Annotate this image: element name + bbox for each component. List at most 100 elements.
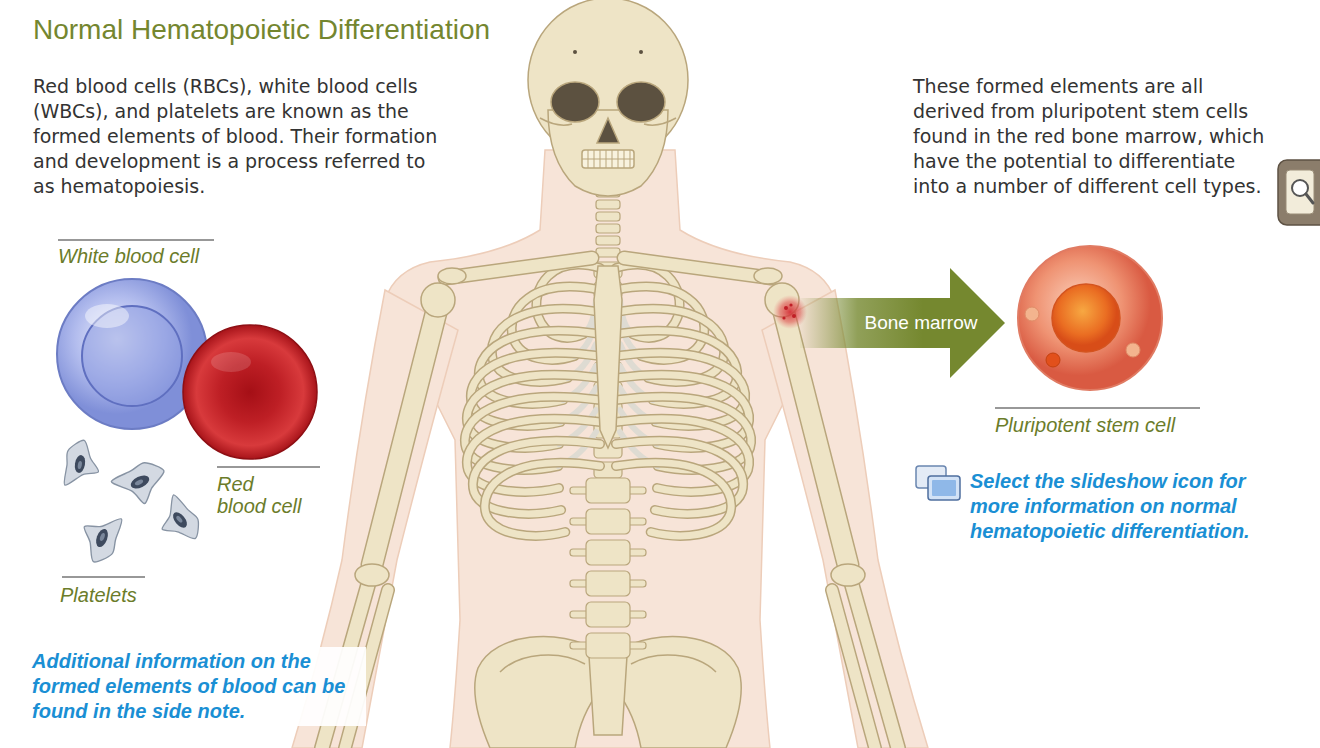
- left-ilium: [475, 636, 600, 748]
- left-clavicle-outline: [445, 258, 592, 278]
- platelet-granule: [74, 454, 87, 473]
- rib: [616, 441, 743, 514]
- marrow-dot: [782, 316, 785, 319]
- skull-dot: [573, 50, 577, 54]
- platelet: [150, 493, 207, 551]
- diagram-title: Normal Hematopoietic Differentiation: [33, 14, 490, 46]
- slide-screen: [932, 480, 956, 496]
- side-note-tab: [1278, 160, 1320, 225]
- cell-label: Platelets: [60, 584, 210, 606]
- label-rule: [217, 466, 320, 467]
- nasal-cavity: [597, 118, 619, 143]
- cervical-vertebra: [596, 236, 620, 245]
- instruction-note: Additional information on the formed ele…: [28, 647, 366, 726]
- left-elbow: [355, 564, 389, 586]
- cell-figure: Platelets: [52, 438, 214, 623]
- organelle: [1025, 307, 1039, 321]
- lumbar-vertebra: [586, 571, 630, 596]
- lumbar-vertebra: [586, 602, 630, 627]
- right-arm-silhouette: [762, 290, 928, 748]
- tab-body: [1278, 160, 1320, 225]
- right-ilium: [616, 636, 741, 748]
- sternum: [594, 266, 622, 448]
- marrow-dot: [784, 306, 788, 310]
- white-cell-highlight: [85, 304, 129, 328]
- rib-outline: [616, 441, 743, 514]
- platelet-granule: [94, 527, 110, 548]
- stem-cell-membrane: [1018, 246, 1162, 390]
- marrow-dot: [792, 314, 796, 318]
- rib-outline: [616, 463, 731, 536]
- cervical-vertebra: [596, 200, 620, 209]
- platelet-body: [74, 508, 125, 567]
- eye-socket: [617, 82, 665, 122]
- lumbar-vertebra: [586, 509, 630, 534]
- platelet-body: [62, 438, 104, 491]
- platelet-granule-core: [99, 532, 106, 541]
- node-shape: [990, 240, 1205, 440]
- platelet-granule: [170, 510, 189, 530]
- label-rule: [58, 239, 214, 240]
- rib: [485, 463, 600, 536]
- left-acromion: [438, 268, 466, 284]
- lumbar-vertebra: [586, 540, 630, 565]
- torso-silhouette: [385, 150, 835, 748]
- left-humerus: [372, 305, 438, 565]
- slideshow-icon: [916, 466, 960, 500]
- platelet: [110, 456, 173, 512]
- platelet: [74, 508, 125, 567]
- right-radius-outline: [832, 590, 875, 748]
- skull: [528, 0, 688, 196]
- cell-figure: Red blood cell: [183, 322, 323, 522]
- platelet-granule-core: [77, 461, 82, 470]
- slide-front: [928, 476, 960, 500]
- cell-label: Red blood cell: [217, 473, 305, 517]
- cell-figure: Pluripotent stem cell: [990, 240, 1209, 440]
- mandible: [548, 110, 668, 196]
- platelet-granule-core: [134, 479, 144, 487]
- rib: [616, 463, 731, 536]
- platelet-granule-core: [175, 515, 183, 524]
- left-clavicle: [445, 258, 592, 278]
- cervical-vertebra: [596, 224, 620, 233]
- red-cell-highlight: [211, 352, 251, 372]
- left-ilium-fossa: [500, 655, 585, 672]
- tab-page: [1286, 170, 1314, 214]
- rib-outline: [485, 463, 600, 536]
- rib-outline: [473, 441, 600, 514]
- skull-dot: [639, 50, 643, 54]
- stem-cell-nucleus: [1052, 284, 1120, 352]
- magnifier-handle: [1306, 194, 1313, 203]
- cervical-vertebra: [596, 248, 620, 257]
- label-rule: [995, 407, 1200, 408]
- platelet-body: [110, 456, 173, 512]
- right-elbow: [831, 564, 865, 586]
- body-silhouette: [292, 150, 928, 748]
- eye-socket: [551, 82, 599, 122]
- right-ilium-fossa: [631, 655, 716, 672]
- teeth: [582, 150, 634, 168]
- cervical-vertebra: [596, 212, 620, 221]
- left-humerus-outline: [372, 305, 438, 565]
- marrow-dot: [789, 303, 792, 306]
- intro-text: These formed elements are all derived fr…: [913, 74, 1265, 199]
- rib-cage: [465, 265, 751, 536]
- arrow-label: Bone marrow: [865, 313, 978, 334]
- organelle: [1126, 343, 1140, 357]
- right-acromion: [754, 268, 782, 284]
- right-radius: [832, 590, 875, 748]
- organelle: [1046, 353, 1060, 367]
- right-clavicle-outline: [624, 258, 771, 278]
- arrow-shape: [800, 268, 1005, 378]
- arrow-shape-box: Bone marrow: [800, 266, 1007, 380]
- lumbar-vertebra: [586, 478, 630, 503]
- label-rule: [62, 576, 145, 577]
- instruction-note: Select the slideshow icon for more infor…: [970, 469, 1270, 544]
- cell-label: Pluripotent stem cell: [995, 414, 1205, 436]
- left-humerus-head: [421, 283, 455, 317]
- lumbar-vertebra: [586, 633, 630, 658]
- cell-label: White blood cell: [58, 245, 218, 267]
- platelet-body: [150, 493, 207, 551]
- platelet-granule: [129, 473, 152, 491]
